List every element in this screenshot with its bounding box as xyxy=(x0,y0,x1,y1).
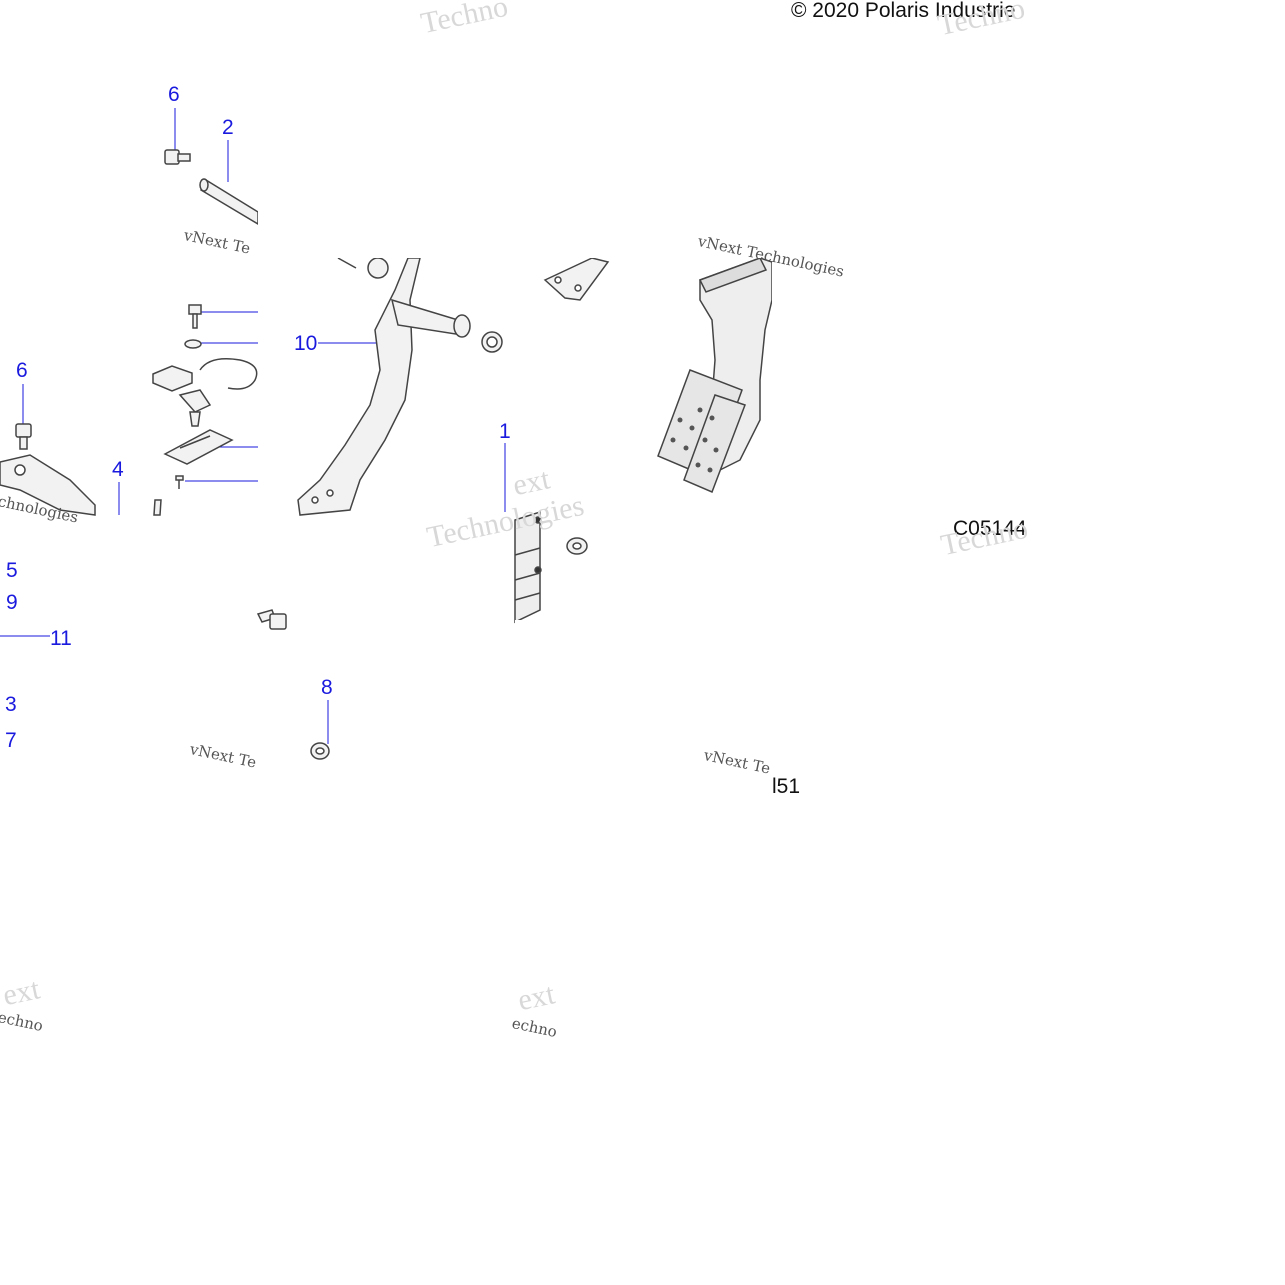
pedal-arm-10 xyxy=(297,257,503,516)
callout-10: 10 xyxy=(294,332,318,355)
blank-tile xyxy=(0,0,150,258)
bolt-lower xyxy=(256,609,287,630)
figure-code: C05144 xyxy=(953,517,1027,540)
callout-9: 9 xyxy=(6,591,18,614)
bolt-6-left xyxy=(15,423,32,450)
callout-2: 2 xyxy=(222,116,234,139)
rod-2 xyxy=(199,178,259,226)
callout-5: 5 xyxy=(6,559,18,582)
assembly-4 xyxy=(0,454,162,516)
figure-code-partial: l51 xyxy=(772,775,801,798)
blank-tile xyxy=(1030,0,1285,1285)
grommet xyxy=(566,537,588,555)
callout-1: 1 xyxy=(499,420,511,443)
callout-11: 11 xyxy=(50,627,72,650)
copyright-text: © 2020 Polaris Industrie xyxy=(791,0,1016,22)
blank-tile xyxy=(515,0,772,258)
grommet-8 xyxy=(310,742,330,760)
callout-6-top: 6 xyxy=(168,83,180,106)
accelerator-pedal xyxy=(657,257,773,493)
blank-tile xyxy=(258,0,515,258)
callout-8: 8 xyxy=(321,676,333,699)
callout-4: 4 xyxy=(112,458,124,481)
blank-tile xyxy=(515,620,1030,770)
bolt-6-top xyxy=(164,149,191,165)
bracket-plate xyxy=(543,257,610,301)
callout-3: 3 xyxy=(5,693,17,716)
hardware-cluster xyxy=(152,304,258,489)
callout-7: 7 xyxy=(5,729,17,752)
blank-tile xyxy=(0,800,1030,1285)
callout-6-left: 6 xyxy=(16,359,28,382)
actuator-1 xyxy=(514,510,542,624)
